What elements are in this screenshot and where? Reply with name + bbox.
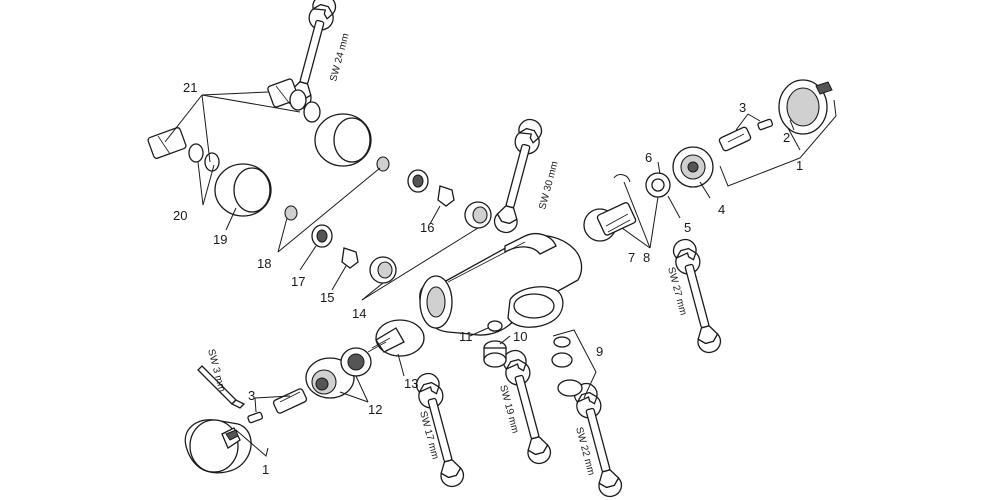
valve-insert-lower-part (341, 247, 359, 269)
union-nut-lower-part (369, 256, 397, 284)
tool-sw30-label: SW 30 mm (537, 160, 560, 211)
valve-insert-upper-part (437, 185, 455, 207)
filter-upper-part (376, 156, 390, 172)
tool-sw19-label: SW 19 mm (497, 384, 520, 435)
right-washer-part (645, 172, 671, 198)
union-nut-upper-part (464, 201, 492, 229)
label-part-10: 10 (513, 329, 527, 344)
label-part-21: 21 (183, 80, 197, 95)
circlip-part (613, 174, 631, 183)
right-spindle-part (718, 126, 752, 152)
label-part-20: 20 (173, 208, 187, 223)
check-valve-lower-part (311, 224, 333, 248)
leader-lines (164, 91, 837, 457)
label-part-1-left: 1 (262, 462, 269, 477)
rosette-upper-part (314, 113, 372, 167)
left-cartridge-part (340, 347, 372, 377)
label-part-3-left: 3 (248, 388, 255, 403)
label-part-16: 16 (420, 220, 434, 235)
allen-key-sw3-icon (197, 365, 246, 409)
outlet-nipple-part (483, 340, 507, 368)
label-part-6: 6 (645, 150, 652, 165)
tool-sw24-label: SW 24 mm (328, 32, 351, 83)
label-part-1-right: 1 (796, 158, 803, 173)
label-part-13: 13 (404, 376, 418, 391)
connector-upper-part (267, 78, 321, 123)
right-screw-part (757, 118, 774, 131)
label-part-2: 2 (783, 130, 790, 145)
label-part-8: 8 (643, 250, 650, 265)
left-spindle-part (272, 388, 308, 414)
label-part-11: 11 (459, 329, 473, 344)
right-cartridge-part (583, 202, 637, 242)
connector-lower-part (147, 127, 220, 172)
mixer-valve-body (419, 232, 583, 336)
label-part-17: 17 (291, 274, 305, 289)
left-screw-part (247, 411, 264, 424)
wrench-sw17-icon (412, 370, 468, 490)
label-part-15: 15 (320, 290, 334, 305)
o-ring-part (487, 320, 503, 332)
rosette-lower-part (214, 163, 272, 217)
label-part-14: 14 (352, 306, 366, 321)
label-part-3-right: 3 (739, 100, 746, 115)
check-valve-upper-part (407, 169, 429, 193)
label-part-5: 5 (684, 220, 691, 235)
label-part-18: 18 (257, 256, 271, 271)
aerator-part (551, 336, 583, 397)
label-part-4: 4 (718, 202, 725, 217)
label-part-19: 19 (213, 232, 227, 247)
label-part-12: 12 (368, 402, 382, 417)
label-part-7: 7 (628, 250, 635, 265)
left-handle-part (184, 419, 252, 474)
right-knob-ring-part (672, 146, 714, 188)
wrench-sw30-icon (490, 116, 546, 236)
label-part-9: 9 (596, 344, 603, 359)
thermostat-cartridge-part (367, 319, 425, 357)
tool-sw3-label: SW 3 mm (205, 348, 227, 393)
right-handle-part (778, 79, 833, 135)
filter-lower-part (284, 205, 298, 221)
